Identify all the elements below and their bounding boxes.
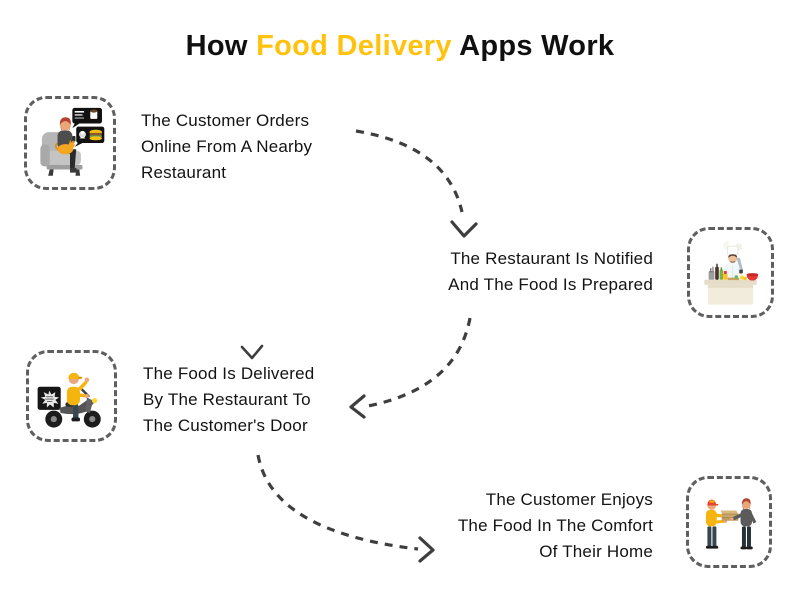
step3-caption: The Food Is Delivered By The Restaurant … — [143, 361, 383, 439]
step1-image-box — [24, 96, 116, 190]
step3-line3: The Customer's Door — [143, 416, 308, 435]
step4-image-box — [686, 476, 772, 568]
title-prefix: How — [185, 30, 257, 62]
step3-line1: The Food Is Delivered — [143, 364, 315, 383]
title-highlight: Food Delivery — [256, 30, 452, 62]
step1-line2: Online From A Nearby — [141, 137, 313, 156]
chef-cooking-illustration — [704, 239, 759, 305]
arrow-step2-to-step3 — [367, 317, 472, 408]
page-title: How Food Delivery Apps Work — [0, 30, 800, 63]
step3-image-box — [26, 350, 117, 442]
step4-line2: The Food In The Comfort — [457, 516, 653, 535]
step2-caption: The Restaurant Is Notified And The Food … — [373, 246, 653, 298]
step3-line2: By The Restaurant To — [143, 390, 311, 409]
step4-line1: The Customer Enjoys — [485, 490, 653, 509]
step1-caption: The Customer Orders Online From A Nearby… — [141, 108, 381, 186]
step2-line1: The Restaurant Is Notified — [450, 249, 653, 268]
customer-ordering-illustration — [40, 107, 105, 176]
chevron-down-icon — [450, 220, 478, 238]
chevron-down-icon — [240, 344, 264, 360]
step1-line3: Restaurant — [141, 163, 227, 182]
title-suffix: Apps Work — [451, 30, 615, 62]
courier-handoff-illustration — [705, 498, 757, 550]
step2-line2: And The Food Is Prepared — [448, 275, 653, 294]
step1-line1: The Customer Orders — [141, 111, 310, 130]
delivery-scooter-illustration — [37, 372, 101, 428]
step4-line3: Of Their Home — [539, 542, 653, 561]
step4-caption: The Customer Enjoys The Food In The Comf… — [373, 487, 653, 565]
step2-image-box — [687, 227, 774, 318]
